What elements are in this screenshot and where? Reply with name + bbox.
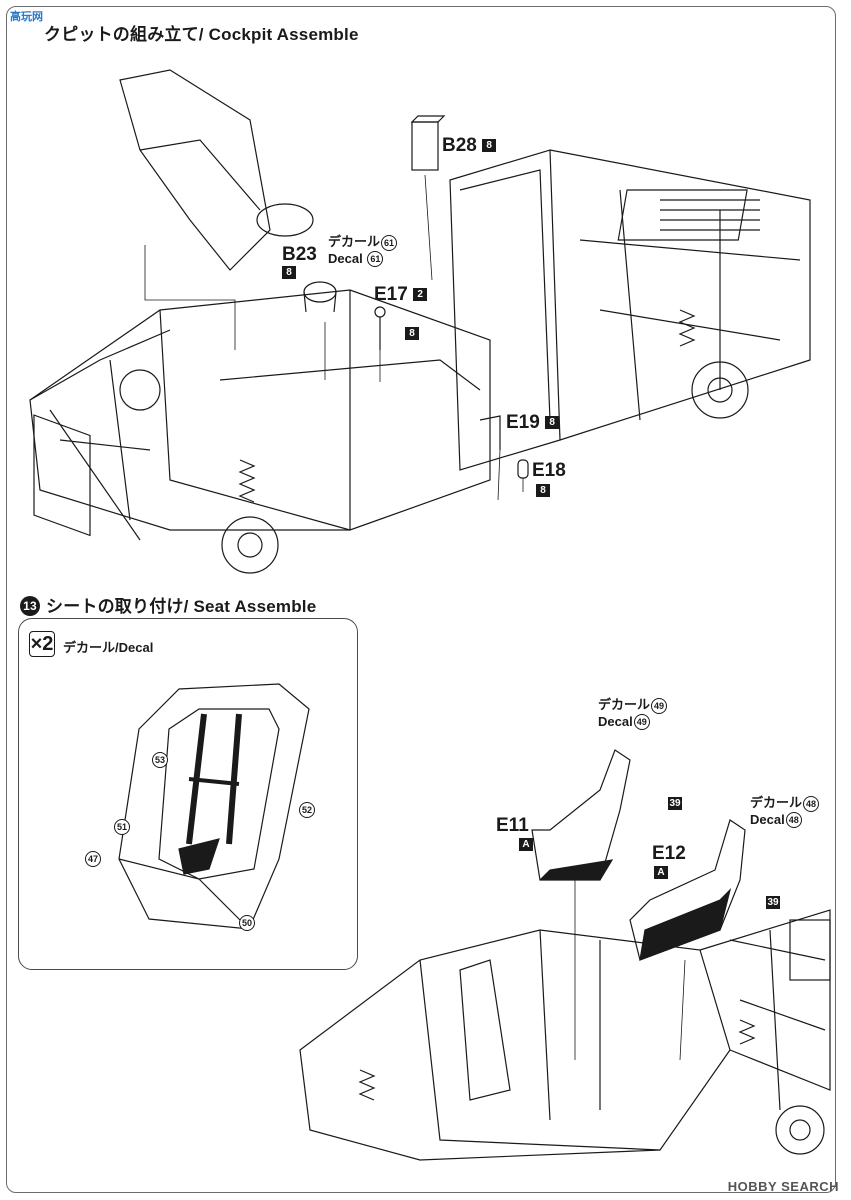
inset-decal-label: デカール/Decal	[63, 640, 154, 655]
ref-39-right-wrap: 39	[766, 894, 780, 912]
part-b23-tag-wrap: 8	[282, 264, 296, 282]
step-13-number: 13	[20, 596, 40, 616]
part-e12-tag: A	[654, 866, 668, 880]
cockpit-assembly-drawing	[29, 69, 811, 574]
part-e18-tag: 8	[536, 484, 550, 498]
callout-47: 47	[85, 851, 101, 867]
part-e18: E18	[532, 461, 566, 480]
multiplier-badge: ×2	[29, 631, 55, 657]
part-e18-tag-wrap: 8	[536, 482, 550, 500]
decal-61-en: Decal	[328, 250, 363, 266]
part-b23-tag: 8	[282, 266, 296, 280]
part-b28-code: B28	[442, 135, 477, 156]
callout-52: 52	[299, 802, 315, 818]
step-13-heading: シートの取り付け/ Seat Assemble	[46, 597, 317, 616]
part-e18-code: E18	[532, 460, 566, 481]
callout-53: 53	[152, 752, 168, 768]
part-e19: E19 8	[506, 412, 560, 433]
decal-49-en: Decal	[598, 713, 633, 729]
part-e12-tag-wrap: A	[654, 864, 668, 882]
ref-39-right: 39	[766, 896, 780, 910]
part-e11-code: E11	[496, 815, 529, 836]
harness-decal-inset: ×2 デカール/Decal 53 52 51 47 50	[18, 618, 358, 970]
footer-credit: HOBBY SEARCH	[727, 1179, 839, 1194]
decal-61-number: 61	[381, 234, 398, 251]
decal-48-en: Decal	[750, 811, 785, 827]
part-b28: B28 8	[442, 135, 497, 156]
decal-48-number: 48	[803, 795, 820, 812]
decal-48-number-en: 48	[785, 812, 802, 829]
part-b23-code: B23	[282, 244, 317, 265]
decal-49-jp: デカール	[598, 697, 651, 712]
part-e12-code: E12	[652, 843, 686, 864]
page-frame	[6, 6, 836, 1193]
step-12-title: クピットの組み立て/ Cockpit Assemble	[44, 20, 359, 45]
step-13-title: 13 シートの取り付け/ Seat Assemble	[20, 592, 316, 617]
step-12-heading: クピットの組み立て/ Cockpit Assemble	[44, 25, 359, 44]
part-e11-tag-wrap: A	[519, 836, 533, 854]
decal-49-number-en: 49	[633, 714, 650, 731]
decal-48-jp: デカール	[750, 795, 803, 810]
part-b28-tag: 8	[482, 139, 497, 153]
multiplier-value: 2	[42, 633, 54, 655]
part-e17-code: E17	[374, 284, 408, 305]
decal-61-number-en: 61	[367, 251, 384, 268]
part-e17-tag: 2	[413, 288, 428, 302]
part-e19-tag: 8	[545, 416, 560, 430]
callout-50: 50	[239, 915, 255, 931]
harness-seat-drawing	[118, 683, 310, 930]
part-e11: E11	[496, 816, 529, 835]
decal-49-number: 49	[651, 697, 668, 714]
part-e11-tag: A	[519, 838, 533, 852]
part-b23: B23	[282, 245, 317, 264]
part-e17: E17 2	[374, 284, 428, 305]
decal-61-jp: デカール	[328, 234, 381, 249]
part-e12: E12	[652, 844, 686, 863]
callout-51: 51	[114, 819, 130, 835]
part-e19-code: E19	[506, 412, 540, 433]
ref-39-left: 39	[668, 797, 682, 811]
part-unlabeled-wrap: 8	[405, 325, 419, 343]
part-unlabeled-tag: 8	[405, 327, 419, 341]
seat-install-drawing	[299, 749, 831, 1161]
ref-39-left-wrap: 39	[668, 795, 682, 813]
site-watermark: 高玩网	[10, 11, 43, 23]
